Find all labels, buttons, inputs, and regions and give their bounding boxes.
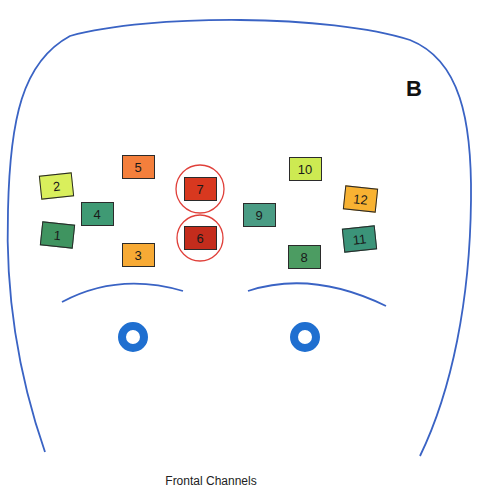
channel-box: 4 [81,202,114,226]
channel-number: 5 [134,161,141,174]
channel-box: 7 [184,177,217,201]
highlight-ring [176,165,224,213]
channel-number: 8 [300,251,307,264]
channel-number: 10 [298,163,312,176]
channel-number: 4 [93,208,100,221]
channel-box: 5 [122,155,155,179]
channel-box: 3 [122,243,155,267]
panel-letter: B [406,76,422,102]
head-outline [8,20,471,456]
figure-caption: Frontal Channels [165,474,256,488]
channel-box: 8 [288,245,321,269]
channel-number: 6 [196,232,203,245]
left-eye [122,326,144,348]
channel-box: 2 [38,172,73,199]
right-brow [248,283,386,306]
channel-number: 2 [52,179,61,193]
channel-box: 9 [243,203,276,227]
channel-number: 3 [134,249,141,262]
left-brow [62,284,183,302]
channel-box: 11 [341,225,376,252]
highlight-ring [177,215,223,261]
right-eye [294,326,316,348]
channel-number: 12 [352,192,368,206]
channel-box: 10 [289,157,322,181]
channel-box: 1 [39,221,74,248]
channel-number: 9 [255,209,262,222]
channel-number: 7 [196,183,203,196]
channel-number: 1 [53,228,62,242]
channel-number: 11 [352,232,367,246]
channel-box: 12 [342,185,377,212]
channel-box: 6 [184,226,217,250]
